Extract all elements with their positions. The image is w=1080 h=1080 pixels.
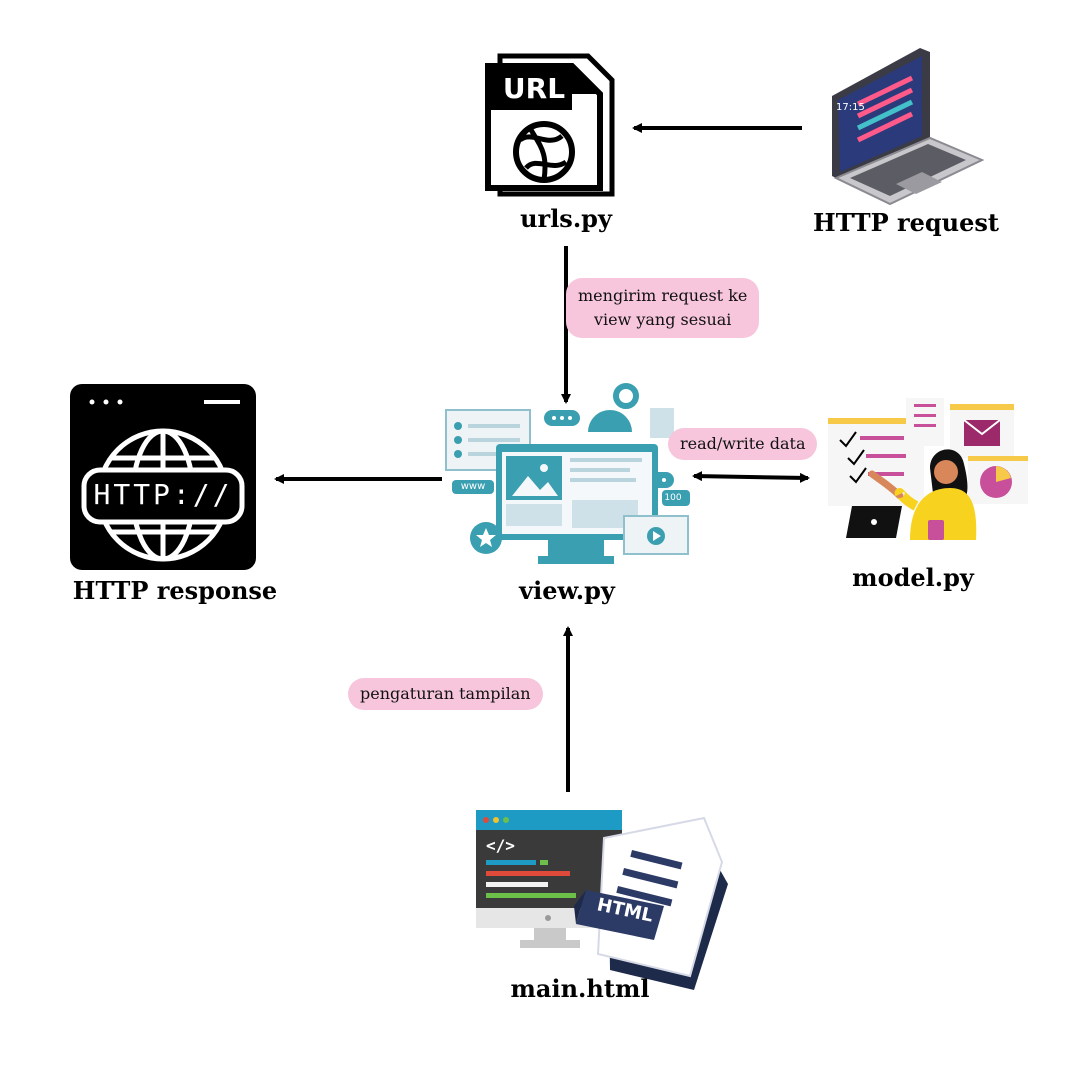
http-icon-text: HTTP:// [93,478,233,511]
edge-label-line-1: mengirim request ke [578,286,748,305]
arrow-view-model [692,471,810,483]
urls-label: urls.py [520,204,612,233]
laptop-time: 17:15 [836,102,865,113]
edge-label-urls-to-view: mengirim request ke view yang sesuai [566,278,760,338]
like-badge: 100 [664,493,682,503]
html-label: main.html [510,974,650,1003]
view-label: view.py [519,576,615,605]
www-badge: www [460,481,486,492]
model-label: model.py [852,563,974,592]
edge-label-view-model: read/write data [668,428,818,460]
edge-label-line-2: view yang sesuai [593,310,732,329]
url-icon-text: URL [502,72,566,105]
request-label: HTTP request [813,208,999,237]
response-label: HTTP response [72,576,278,605]
code-tag: </> [486,836,515,855]
edge-label-html-to-view: pengaturan tampilan [348,678,543,710]
